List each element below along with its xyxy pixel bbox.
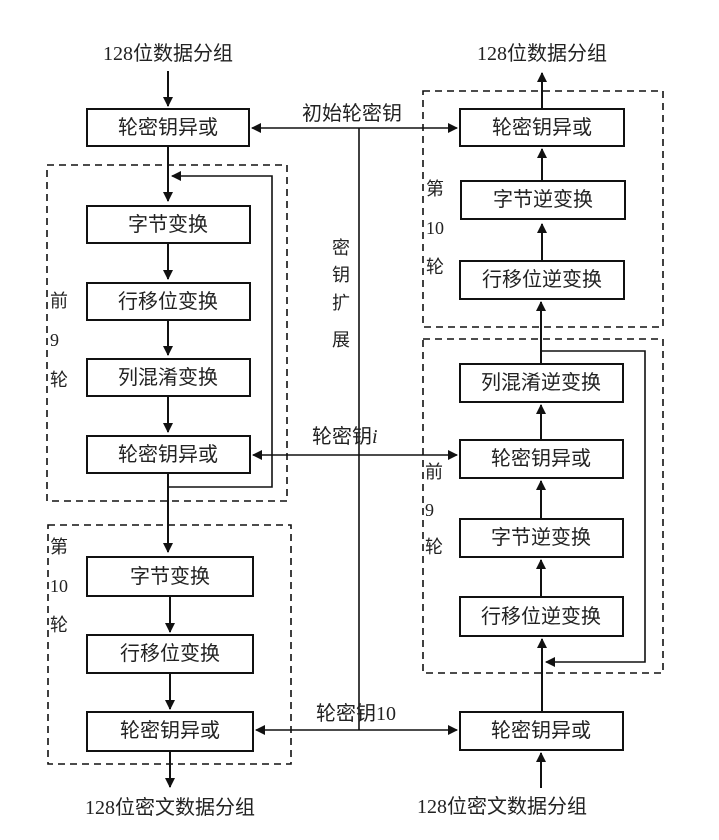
dec-first9-loop xyxy=(541,350,646,667)
enc-first9-loop xyxy=(168,171,273,488)
dec-first9-label-0: 前 xyxy=(425,462,443,482)
enc-step-box xyxy=(86,358,251,397)
enc-step-box xyxy=(86,556,254,597)
enc-step-label: 行移位变换 xyxy=(120,642,220,665)
dec-first9-group xyxy=(422,338,664,674)
round-key-10-label: 轮密钥10 xyxy=(316,702,396,725)
round-key-i-index: i xyxy=(372,426,378,448)
dec-step-label: 轮密钥异或 xyxy=(491,447,591,470)
dec-round10-label-1: 10 xyxy=(426,218,444,238)
dec-step-box xyxy=(459,260,625,300)
dec-step-box xyxy=(459,596,624,637)
enc-step-label: 行移位变换 xyxy=(118,290,218,313)
dec-initial-xor-box xyxy=(459,711,624,751)
dec-output-label: 128位数据分组 xyxy=(477,42,607,65)
key-expansion-label-2: 扩 xyxy=(332,293,350,313)
enc-first9-label-0: 前 xyxy=(50,291,68,311)
enc-round10-label-2: 轮 xyxy=(50,615,68,635)
initial-key-label: 初始轮密钥 xyxy=(302,102,402,125)
dec-round10-label-0: 第 xyxy=(426,179,444,199)
enc-initial-xor-label: 轮密钥异或 xyxy=(118,116,218,139)
dec-step-label: 列混淆逆变换 xyxy=(481,371,601,394)
enc-input-label: 128位数据分组 xyxy=(103,42,233,65)
enc-step-label: 轮密钥异或 xyxy=(118,443,218,466)
dec-step-box xyxy=(459,518,624,558)
enc-step-label: 字节变换 xyxy=(130,565,210,588)
enc-output-label: 128位密文数据分组 xyxy=(85,796,255,819)
dec-step-box xyxy=(459,439,624,479)
key-expansion-label-1: 钥 xyxy=(332,265,350,285)
enc-round10-label-1: 10 xyxy=(50,576,68,596)
key-expansion-label-0: 密 xyxy=(332,238,350,258)
enc-round10-label-0: 第 xyxy=(50,537,68,557)
dec-first9-label-1: 9 xyxy=(425,500,434,520)
dec-step-label: 行移位逆变换 xyxy=(481,605,601,628)
enc-first9-label-2: 轮 xyxy=(50,370,68,390)
enc-step-label: 字节变换 xyxy=(128,213,208,236)
dec-step-label: 行移位逆变换 xyxy=(482,268,602,291)
dec-step-box xyxy=(459,363,624,403)
dec-step-label: 字节逆变换 xyxy=(493,188,593,211)
enc-first9-label-1: 9 xyxy=(50,330,59,350)
round-key-i-prefix: 轮密钥 xyxy=(312,425,372,448)
dec-step-label: 轮密钥异或 xyxy=(492,116,592,139)
dec-round10-label-2: 轮 xyxy=(426,257,444,277)
dec-step-label: 字节逆变换 xyxy=(491,526,591,549)
dec-input-label: 128位密文数据分组 xyxy=(417,795,587,818)
round-key-i-label: 轮密钥i xyxy=(312,425,378,448)
dec-step-box xyxy=(460,180,626,220)
dec-first9-label-2: 轮 xyxy=(425,537,443,557)
enc-step-label: 列混淆变换 xyxy=(118,366,218,389)
enc-step-box xyxy=(86,711,254,752)
key-expansion-label-3: 展 xyxy=(332,330,350,350)
dec-initial-xor-label: 轮密钥异或 xyxy=(491,719,591,742)
dec-round10-group xyxy=(422,90,664,328)
enc-step-label: 轮密钥异或 xyxy=(120,719,220,742)
dec-step-box xyxy=(459,108,625,147)
